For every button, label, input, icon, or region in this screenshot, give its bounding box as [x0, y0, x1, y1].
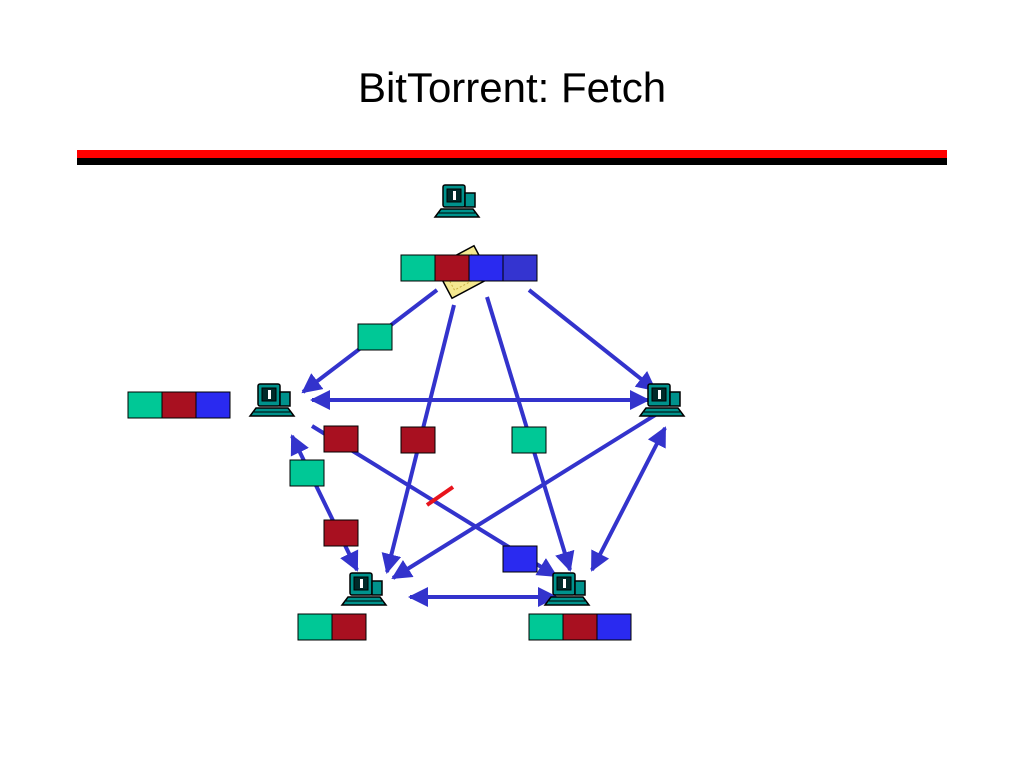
- pieces-layer: [127, 254, 632, 641]
- title-rule-red: [77, 150, 947, 158]
- peer-bottom-right-piece-piece_green: [528, 613, 564, 641]
- title-rule-black: [77, 158, 947, 165]
- edge-left-to-bottom-left: [290, 434, 359, 572]
- blocked-marks: [425, 485, 455, 507]
- computer-icon-glyph: [434, 184, 480, 218]
- transfer-piece-piece_blue: [502, 545, 538, 573]
- computer-icon: [544, 572, 590, 606]
- peer-seed-piece-piece_red: [434, 254, 470, 282]
- peer-bottom-left-piece-piece_red: [331, 613, 367, 641]
- computer-icon: [341, 572, 387, 606]
- transfer-piece-piece_red: [323, 425, 359, 453]
- blocked-transfer-mark: [425, 485, 455, 507]
- peer-seed-piece-piece_green: [400, 254, 436, 282]
- transfer-piece-piece_red: [400, 426, 436, 454]
- peer-left-piece-piece_blue: [195, 391, 231, 419]
- peer-left-piece-piece_red: [161, 391, 197, 419]
- peer-bottom-left-piece-piece_green: [297, 613, 333, 641]
- computer-icon-glyph: [341, 572, 387, 606]
- computer-icon-glyph: [544, 572, 590, 606]
- computer-icon-glyph: [249, 383, 295, 417]
- peer-bottom-right-piece-piece_blue: [596, 613, 632, 641]
- slide-title: BitTorrent: Fetch: [357, 64, 667, 111]
- peer-nodes: [249, 184, 685, 606]
- edge-seed-to-right: [527, 288, 657, 392]
- edge-right-to-bottom-right: [590, 426, 667, 572]
- transfer-piece-piece_red: [323, 519, 359, 547]
- peer-left-piece-piece_green: [127, 391, 163, 419]
- peer-seed-piece-piece_blue_dark: [502, 254, 538, 282]
- transfer-piece-piece_green: [511, 426, 547, 454]
- computer-icon: [249, 383, 295, 417]
- peer-seed-piece-piece_blue: [468, 254, 504, 282]
- transfer-piece-piece_green: [289, 459, 325, 487]
- transfer-piece-piece_green: [357, 323, 393, 351]
- peer-bottom-right-piece-piece_red: [562, 613, 598, 641]
- computer-icon: [434, 184, 480, 218]
